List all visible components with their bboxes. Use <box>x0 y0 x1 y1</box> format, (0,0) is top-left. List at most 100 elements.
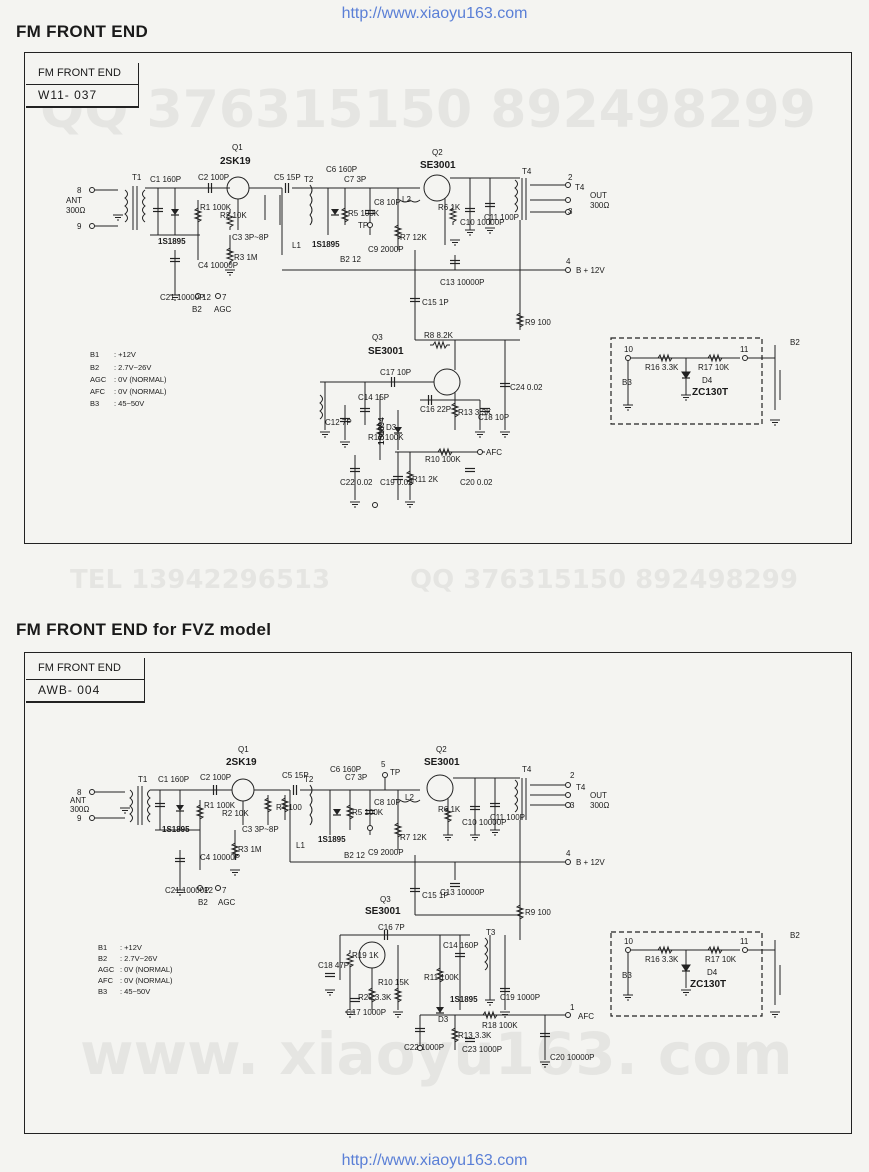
label2-c16: C16 7P <box>378 923 405 932</box>
legend2-k3: AFC <box>98 976 114 985</box>
label2-d3-part: 1S1895 <box>450 995 478 1004</box>
label-out-t4: T4 <box>575 183 585 192</box>
label-l2: L2 <box>402 195 411 204</box>
label-d2-part: 1S1895 <box>312 240 340 249</box>
label-ant-ohm: 300Ω <box>66 206 85 215</box>
diagram-label-box-1: FM FRONT END W11- 037 <box>26 63 139 108</box>
diagram-1-parts <box>89 182 571 508</box>
label-q1: Q1 <box>232 143 243 152</box>
label2-c21: C21 10000P <box>165 886 209 895</box>
label2-l1: L1 <box>296 841 305 850</box>
label2-r4: R4 100 <box>276 803 302 812</box>
sub2-d4: D4 <box>707 968 718 977</box>
legend-2: B1 : +12V B2 : 2.7V~26V AGC : 0V (NORMAL… <box>98 943 173 996</box>
bottom-url[interactable]: http://www.xiaoyu163.com <box>341 1152 528 1169</box>
legend2-v3: : 0V (NORMAL) <box>120 976 173 985</box>
label-agc: AGC <box>214 305 232 314</box>
sub1-d4-part: ZC130T <box>692 387 728 398</box>
label2-r19: R19 1K <box>352 951 379 960</box>
label2-r11: R11 100K <box>424 973 460 982</box>
label2-c18: C18 47P <box>318 961 349 970</box>
label-c1: C1 160P <box>150 175 181 184</box>
label-out-ohm: 300Ω <box>590 201 609 210</box>
diagram-label-box-2: FM FRONT END AWB- 004 <box>26 658 145 703</box>
label-b2-12: B2 12 <box>340 255 361 264</box>
label2-c11: C11 100P <box>490 813 525 822</box>
label-d1-part: 1S1895 <box>158 237 186 246</box>
label2-d3: D3 <box>438 1015 449 1024</box>
section-title-1: FM FRONT END <box>16 22 149 41</box>
label2-c23: C23 1000P <box>462 1045 502 1054</box>
label-t4: T4 <box>522 167 532 176</box>
label-r10: R10 100K <box>425 455 461 464</box>
label-r5: R5 100K <box>348 209 380 218</box>
label2-r18: R18 100K <box>482 1021 518 1030</box>
label2-c6: C6 160P <box>330 765 361 774</box>
legend1-v4: : 45~50V <box>114 399 144 408</box>
label2-c1: C1 160P <box>158 775 189 784</box>
label2-q2: Q2 <box>436 745 447 754</box>
label2-afc: AFC <box>578 1012 594 1021</box>
label-out-2: 2 <box>568 173 573 182</box>
label-q3: Q3 <box>372 333 383 342</box>
legend1-k2: AGC <box>90 375 107 384</box>
label2-q3-part: SE3001 <box>365 906 401 917</box>
label-r1: R1 100K <box>200 203 232 212</box>
sub1-d4: D4 <box>702 376 713 385</box>
label2-c15: C15 1P <box>422 891 449 900</box>
label-c13: C13 10000P <box>440 278 484 287</box>
sub2-b3: B3 <box>622 971 632 980</box>
legend2-v2: : 0V (NORMAL) <box>120 965 173 974</box>
legend1-k4: B3 <box>90 399 99 408</box>
label-out-3: 3 <box>568 207 573 216</box>
legend2-k0: B1 <box>98 943 107 952</box>
diagram-1-labels: Q1 2SK19 Q2 SE3001 Q3 SE3001 T1 T2 T4 L1… <box>66 143 800 487</box>
label2-out-2: 2 <box>570 771 575 780</box>
diagram-panel-2 <box>24 652 852 1134</box>
label-c4: C4 10000P <box>198 261 238 270</box>
label2-b12: B + 12V <box>576 858 605 867</box>
label2-c14: C14 160P <box>443 941 479 950</box>
label-c15: C15 1P <box>422 298 449 307</box>
label-q1-part: 2SK19 <box>220 156 251 167</box>
label2-afc-1: 1 <box>570 1003 575 1012</box>
label2-d1-part: 1S1895 <box>162 825 190 834</box>
sub1-pin10: 10 <box>624 345 633 354</box>
label-c7: C7 3P <box>344 175 366 184</box>
sub2-pin11: 11 <box>740 937 749 946</box>
watermark-qq-mid: QQ 376315150 892498299 <box>410 565 798 595</box>
label2-r6: R6 1K <box>438 805 461 814</box>
label2-r10: R10 15K <box>378 978 410 987</box>
diagram-2-labels: Q1 2SK19 Q2 SE3001 Q3 SE3001 T1 T2 T3 T4… <box>70 745 800 1062</box>
sub1-pin11: 11 <box>740 345 749 354</box>
diagram-2-subcircuit <box>610 931 781 1018</box>
label2-b2-12: B2 12 <box>344 851 365 860</box>
label2-d2-part: 1S1895 <box>318 835 346 844</box>
label2-r1: R1 100K <box>204 801 236 810</box>
label-r11: R11 2K <box>412 475 439 484</box>
label2-c19: C19 1000P <box>500 993 540 1002</box>
legend1-k3: AFC <box>90 387 106 396</box>
label2-r2: R2 10K <box>222 809 249 818</box>
label2-c2: C2 100P <box>200 773 231 782</box>
label-c14: C14 15P <box>358 393 389 402</box>
label2-c9: C9 2000P <box>368 848 404 857</box>
label-q2: Q2 <box>432 148 443 157</box>
label-tp: TP <box>358 221 368 230</box>
box-title-1: FM FRONT END <box>26 63 138 85</box>
sub2-d4-part: ZC130T <box>690 979 726 990</box>
sub2-r16: R16 3.3K <box>645 955 679 964</box>
label-c18: C18 10P <box>478 413 509 422</box>
label2-c4: C4 10000P <box>200 853 240 862</box>
label2-out-ohm: 300Ω <box>590 801 609 810</box>
label-c2: C2 100P <box>198 173 229 182</box>
label-c22: C22 0.02 <box>340 478 373 487</box>
label2-out-t4: T4 <box>576 783 586 792</box>
legend1-v1: : 2.7V~26V <box>114 363 151 372</box>
label-r6: R6 1K <box>438 203 461 212</box>
label-c19: C19 0.02 <box>380 478 413 487</box>
legend-1: B1 : +12V B2 : 2.7V~26V AGC : 0V (NORMAL… <box>90 350 167 408</box>
top-url[interactable]: http://www.xiaoyu163.com <box>341 5 528 22</box>
label2-r20: R20 3.3K <box>358 993 392 1002</box>
watermark-qq-top: QQ 376315150 892498299 <box>40 80 816 140</box>
